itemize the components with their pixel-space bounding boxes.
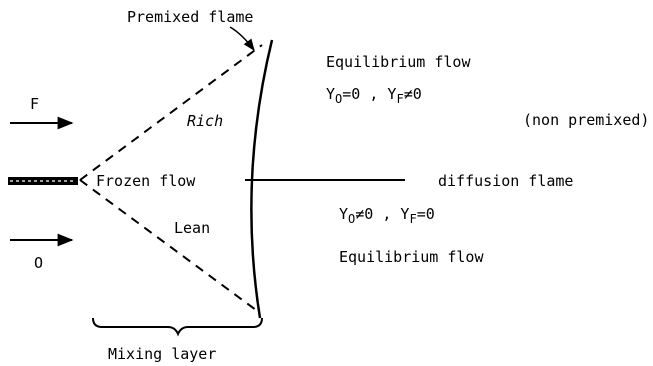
premixed-flame-pointer (229, 26, 255, 51)
non-premixed-label: (non premixed) (523, 111, 649, 129)
mixing-layer-label: Mixing layer (108, 345, 216, 363)
lean-premixed-front (79, 179, 261, 314)
bottom-condition-label: YO≠0 , YF=0 (339, 205, 435, 226)
fuel-inlet-label: F (30, 95, 39, 113)
mixing-layer-brace (92, 317, 263, 337)
equilibrium-flow-bottom-label: Equilibrium flow (339, 248, 484, 266)
frozen-flow-label: Frozen flow (96, 172, 196, 190)
rich-premixed-front (79, 44, 263, 181)
oxidizer-inlet-label: O (34, 254, 43, 272)
diffusion-flame-label: diffusion flame (438, 172, 573, 190)
top-condition-label: YO=0 , YF≠0 (326, 85, 422, 106)
premixed-flame-label: Premixed flame (127, 8, 253, 26)
equilibrium-flow-top-label: Equilibrium flow (326, 53, 471, 71)
rich-label: Rich (187, 112, 223, 130)
lean-label: Lean (174, 219, 210, 237)
